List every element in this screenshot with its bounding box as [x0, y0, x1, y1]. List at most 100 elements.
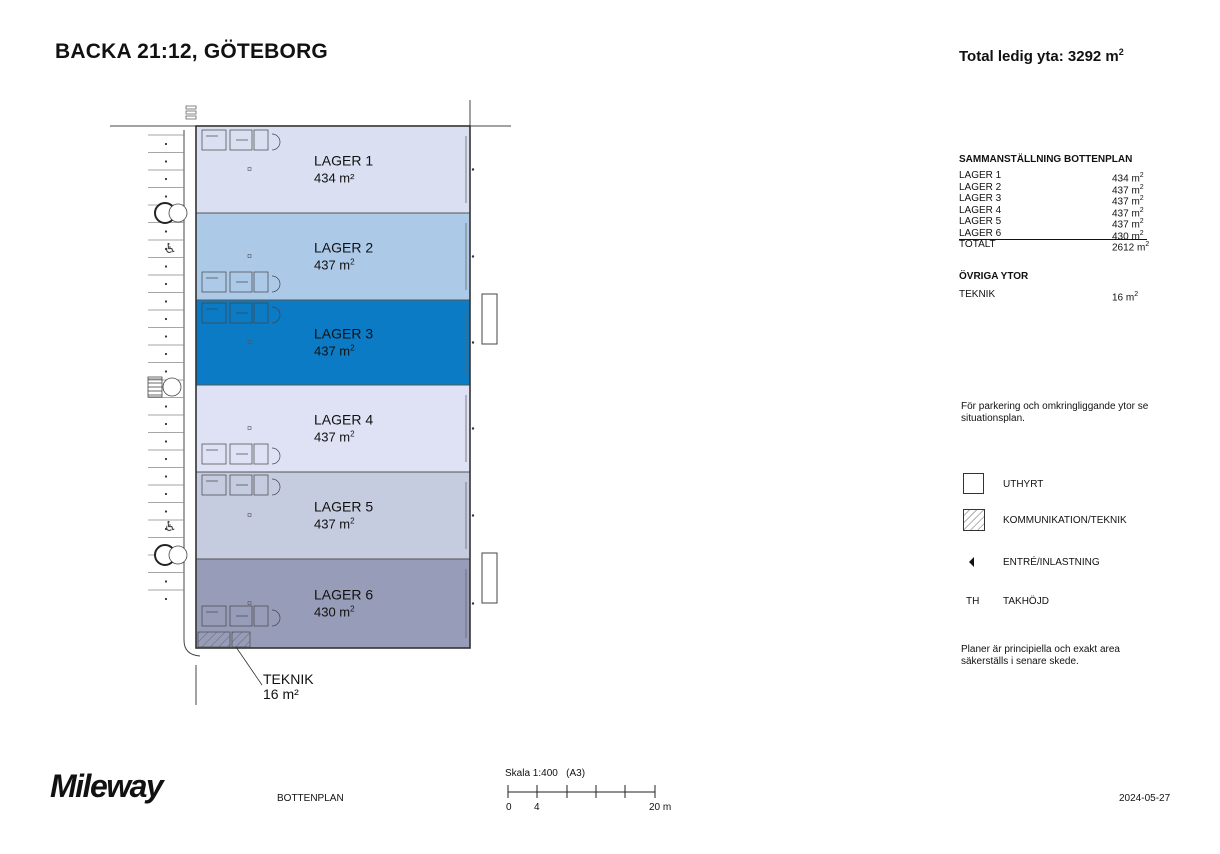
- door-marker: [471, 168, 475, 171]
- hatched-box-icon: [963, 509, 985, 531]
- building-outline: [195, 125, 471, 649]
- parking-column: ♿♿: [147, 134, 188, 601]
- unit-area: 437 m2: [314, 344, 355, 359]
- summary-row-label: LAGER 6: [959, 227, 1002, 239]
- parking-dot: [164, 422, 168, 426]
- column-marker: [247, 167, 252, 171]
- legend-uthyrt: UTHYRT: [1003, 479, 1044, 490]
- page-title: BACKA 21:12, GÖTEBORG: [55, 40, 328, 63]
- summary-row-label: TOTALT: [959, 239, 996, 250]
- unit-block: [195, 471, 471, 560]
- ramp-symbol: [168, 545, 188, 565]
- ramp-symbol: [168, 203, 188, 223]
- summary-row-sup: 2: [1139, 195, 1144, 202]
- total-label: Total ledig yta: 3292 m: [959, 48, 1119, 65]
- summary-row: LAGER 3 437 m2: [959, 193, 1159, 208]
- parking-dot: [164, 597, 168, 601]
- summary-total-divider: [959, 238, 1147, 240]
- column-marker: [247, 340, 252, 344]
- disclaimer: Planer är principiella och exakt area sä…: [961, 644, 1120, 667]
- parking-dot: [164, 527, 168, 531]
- column-marker: [247, 601, 252, 605]
- other-value-sup: 2: [1134, 291, 1139, 298]
- door-marker: [471, 514, 475, 517]
- parking-dot: [164, 352, 168, 356]
- office-block: [201, 605, 281, 627]
- scale-bar: [507, 785, 656, 798]
- summary-row-label: LAGER 2: [959, 181, 1002, 193]
- summary-row: LAGER 6 430 m2: [959, 227, 1159, 242]
- summary-row-sup: 2: [1139, 183, 1144, 191]
- parking-dot: [164, 475, 168, 478]
- empty-box-icon: [963, 473, 984, 494]
- parking-dot: [164, 142, 168, 146]
- door-marker: [471, 427, 475, 430]
- plan-date: 2024-05-27: [1119, 793, 1171, 804]
- accessible-parking-icon: ♿: [164, 241, 177, 257]
- unit-name: LAGER 3: [314, 326, 373, 342]
- summary-row-value: 437 m2: [1112, 206, 1144, 219]
- unit-area: 430 m2: [314, 605, 355, 620]
- parking-dot: [164, 492, 168, 496]
- total-free-area: Total ledig yta: 3292 m2: [959, 47, 1124, 65]
- parking-dot: [164, 160, 168, 163]
- summary-row-value: 437 m2: [1112, 195, 1144, 208]
- summary-heading: SAMMANSTÄLLNING BOTTENPLAN: [959, 154, 1133, 165]
- summary-row-value: 437 m2: [1112, 218, 1144, 231]
- other-row-value: 16 m2: [1112, 289, 1138, 304]
- summary-row-value: 430 m2: [1112, 229, 1144, 242]
- unit-area: 437 m2: [314, 517, 355, 532]
- stair-symbol: [147, 376, 182, 398]
- teknik-hatched-area-2: [231, 631, 251, 648]
- legend-entre: ENTRÉ/INLASTNING: [1003, 557, 1100, 568]
- other-heading: ÖVRIGA YTOR: [959, 271, 1029, 282]
- summary-row-value: 434 m2: [1112, 172, 1144, 185]
- door-marker: [471, 341, 475, 344]
- parking-dot: [164, 195, 168, 198]
- scale-format: (A3): [566, 768, 586, 779]
- summary-row-label: LAGER 1: [959, 170, 1002, 181]
- parking-dot: [164, 580, 168, 583]
- scale-text: Skala 1:400: [505, 768, 558, 779]
- summary-row-sup: 2: [1139, 172, 1144, 179]
- door-marker: [471, 602, 475, 605]
- summary-row-sup: 2: [1139, 218, 1144, 225]
- other-row: TEKNIK 16 m2: [959, 289, 1159, 304]
- parking-dot: [164, 317, 168, 321]
- legend-th-key: TH: [966, 596, 980, 607]
- legend-takhojd: TAKHÖJD: [1003, 596, 1049, 607]
- summary-row-value: 2612 m2: [1112, 241, 1150, 254]
- summary-total-row: TOTALT 2612 m2: [959, 239, 1159, 254]
- scale-label: Skala 1:400 (A3): [505, 768, 585, 779]
- unit-block: [195, 125, 471, 214]
- summary-row-label: LAGER 3: [959, 193, 1002, 204]
- office-block: [201, 129, 281, 151]
- door-marker: [471, 255, 475, 258]
- summary-row: LAGER 2 437 m2: [959, 181, 1159, 196]
- parking-note: För parkering och omkringliggande ytor s…: [961, 401, 1149, 424]
- accessible-parking-icon: ♿: [164, 519, 177, 535]
- unit-block: [195, 212, 471, 301]
- sheet-name: BOTTENPLAN: [277, 793, 344, 804]
- parking-dot: [164, 265, 168, 268]
- loading-dock: [481, 293, 498, 345]
- teknik-area: 16 m²: [263, 686, 299, 702]
- parking-dot: [164, 300, 168, 303]
- summary-row-value: 437 m2: [1112, 183, 1144, 196]
- parking-dot: [164, 457, 168, 461]
- parking-dot: [164, 405, 168, 408]
- parking-dot: [164, 440, 168, 443]
- mileway-logo: Mileway: [50, 768, 164, 804]
- unit-area: 437 m2: [314, 258, 355, 273]
- parking-dot: [164, 247, 168, 251]
- scale-tick-20: 20 m: [649, 802, 672, 813]
- summary-row-label: LAGER 5: [959, 216, 1002, 227]
- column-marker: [247, 513, 252, 517]
- office-block: [201, 302, 281, 324]
- scale-tick-0: 0: [506, 802, 512, 813]
- parking-dot: [164, 510, 168, 513]
- parking-dot: [164, 230, 168, 233]
